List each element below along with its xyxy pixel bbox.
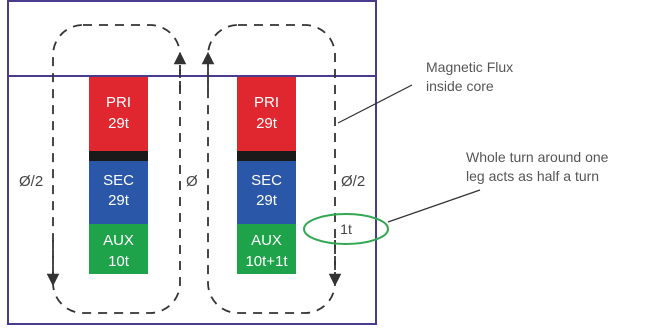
magnetic-flux-leader [337, 84, 413, 124]
right-sec-block [237, 161, 296, 224]
core-outline [7, 0, 377, 325]
flux-label-center-leg: Ø [186, 173, 198, 190]
right-sec-name: SEC [251, 172, 282, 189]
left-separator [89, 151, 148, 161]
right-pri-name: PRI [254, 94, 279, 111]
magnetic-flux-note-line2: inside core [426, 78, 494, 94]
right-aux-block [237, 224, 296, 274]
flux-path-right-loop [207, 24, 336, 314]
right-pri-turns: 29t [256, 115, 278, 132]
flux-label-left-leg: Ø/2 [19, 173, 43, 190]
flux-label-right-leg: Ø/2 [341, 173, 365, 190]
left-pri-turns: 29t [108, 115, 130, 132]
right-aux-turns: 10t+1t [245, 253, 288, 270]
right-separator [237, 151, 296, 161]
left-sec-name: SEC [103, 172, 134, 189]
magnetic-flux-note-line1: Magnetic Flux [426, 59, 513, 75]
left-sec-turns: 29t [108, 192, 130, 209]
extra-turn-ellipse [303, 213, 389, 245]
flux-path-left-loop [52, 24, 181, 314]
extra-turn-label: 1t [340, 221, 352, 237]
left-pri-block [89, 77, 148, 151]
right-pri-block [237, 77, 296, 151]
left-aux-turns: 10t [108, 253, 130, 270]
left-aux-block [89, 224, 148, 274]
right-aux-name: AUX [251, 232, 282, 249]
left-sec-block [89, 161, 148, 224]
half-turn-leader [387, 189, 481, 223]
left-aux-name: AUX [103, 232, 134, 249]
left-pri-name: PRI [106, 94, 131, 111]
right-winding-stack: PRI 29t SEC 29t AUX 10t+1t [237, 77, 296, 274]
half-turn-note-line2: leg acts as half a turn [466, 168, 599, 184]
left-winding-stack: PRI 29t SEC 29t AUX 10t [89, 77, 148, 274]
right-sec-turns: 29t [256, 192, 278, 209]
half-turn-note-line1: Whole turn around one [466, 149, 609, 165]
